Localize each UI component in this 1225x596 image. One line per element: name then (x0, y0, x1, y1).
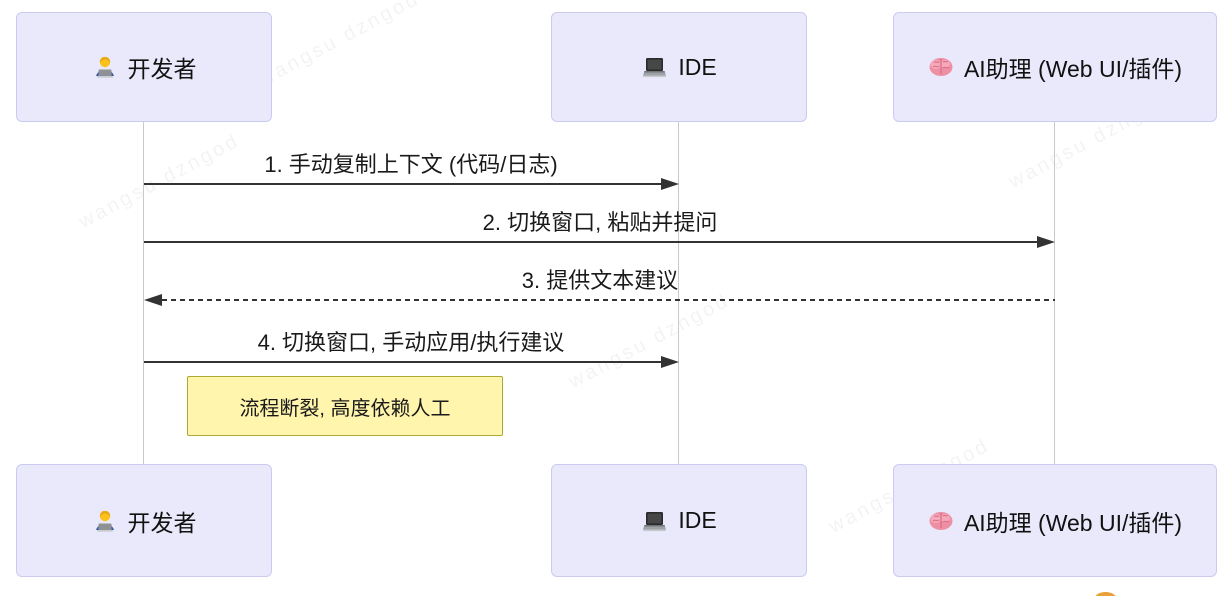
actor-label: IDE (678, 53, 717, 80)
actor-label: AI助理 (Web UI/插件) (963, 509, 1183, 536)
actor-ide-bottom: IDE (551, 464, 807, 577)
message-4-label: 4. 切换窗口, 手动应用/执行建议 (257, 330, 565, 355)
brain-icon (928, 510, 954, 532)
watermark-text: wangsu dzngod (75, 129, 244, 233)
watermark-text: wangsu dzngod (565, 289, 734, 393)
cropped-emoji-sliver (1095, 592, 1116, 596)
technologist-icon (92, 508, 118, 534)
message-4-line (144, 361, 661, 363)
laptop-icon (641, 55, 668, 79)
message-2-arrowhead-icon (1037, 236, 1055, 248)
message-4-arrowhead-icon (661, 356, 679, 368)
lifeline-ai-assistant (1054, 122, 1055, 464)
message-1-arrowhead-icon (661, 178, 679, 190)
message-2-line (144, 241, 1037, 243)
note-text: 流程断裂, 高度依赖人工 (239, 397, 451, 420)
actor-developer-bottom: 开发者 (16, 464, 272, 577)
message-3-label: 3. 提供文本建议 (521, 268, 679, 293)
message-3-line (162, 299, 1055, 301)
actor-label: IDE (678, 507, 717, 533)
message-1-line (144, 183, 661, 185)
technologist-icon (92, 54, 118, 80)
actor-ai-assistant-bottom: AI助理 (Web UI/插件) (893, 464, 1217, 577)
watermark-text: wangsu dzngod (255, 0, 424, 92)
actor-ide-top: IDE (551, 12, 807, 122)
message-3-arrowhead-icon (144, 294, 162, 306)
lifeline-developer (143, 122, 144, 464)
actor-label: 开发者 (127, 509, 197, 536)
laptop-icon (641, 509, 668, 533)
lifeline-ide (678, 122, 679, 464)
actor-developer-top: 开发者 (16, 12, 272, 122)
message-2-label: 2. 切换窗口, 粘贴并提问 (482, 210, 718, 235)
actor-label: AI助理 (Web UI/插件) (963, 56, 1183, 82)
actor-label: 开发者 (127, 56, 197, 82)
note-box: 流程断裂, 高度依赖人工 (187, 376, 503, 436)
message-1-label: 1. 手动复制上下文 (代码/日志) (264, 152, 558, 177)
actor-ai-assistant-top: AI助理 (Web UI/插件) (893, 12, 1217, 122)
brain-icon (928, 56, 954, 78)
